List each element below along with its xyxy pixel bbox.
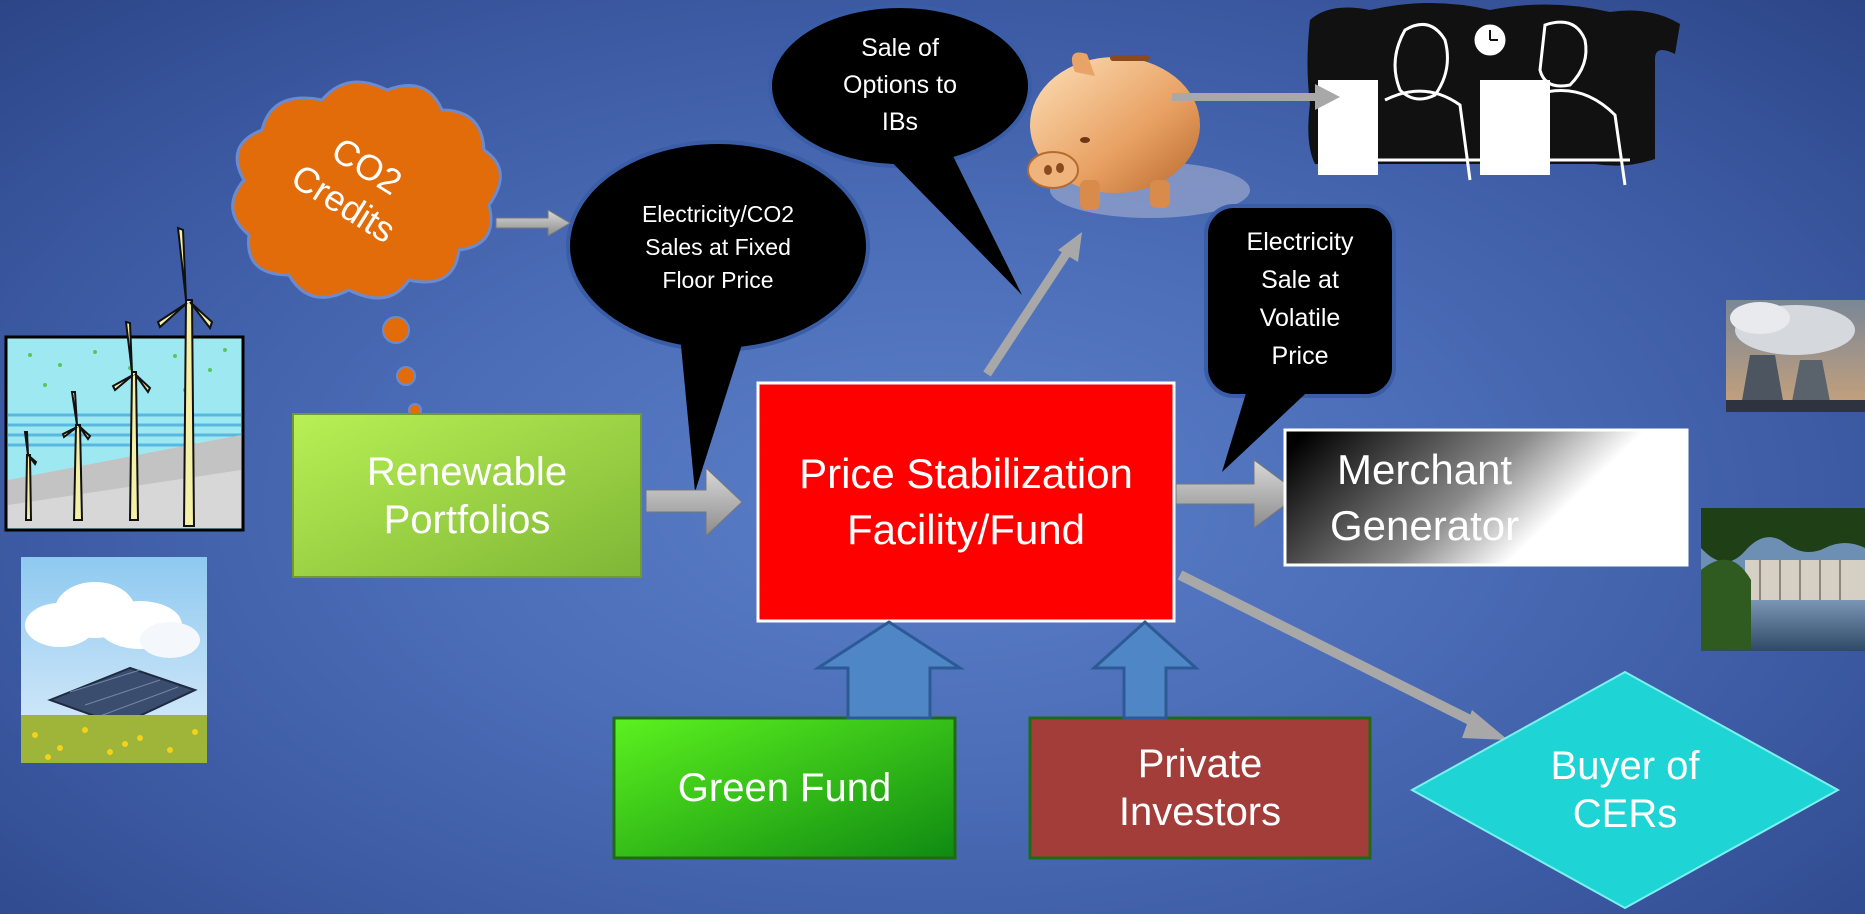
volatile-price-text: Electricity Sale at Volatile Price (1246, 228, 1354, 370)
up-arrow-private-investors (1090, 619, 1200, 720)
arrow-co2-to-bubble (495, 209, 571, 237)
arrow-facility-to-buyer (1177, 570, 1508, 740)
arrow-facility-to-merchant (1175, 459, 1301, 529)
co2-credits-cloud (231, 80, 502, 417)
merchant-generator-box (1283, 428, 1689, 567)
price-stabilization-label: Price Stabilization Facility/Fund (799, 450, 1133, 553)
options-sale-text: Sale of Options to IBs (843, 33, 957, 136)
hydro-dam-image (1701, 508, 1865, 651)
private-investors-box (1028, 716, 1372, 860)
up-arrow-green-fund (812, 620, 966, 720)
green-fund-label: Green Fund (677, 766, 892, 810)
arrow-renewable-to-facility (645, 466, 743, 538)
buyer-of-cers-label: Buyer of CERs (1550, 744, 1700, 836)
price-stabilization-box (756, 381, 1176, 623)
fixed-floor-price-bubble (566, 140, 870, 492)
arrow-piggy-to-meeting (1172, 84, 1340, 110)
piggy-bank-icon (1027, 52, 1250, 218)
renewable-portfolios-label: Renewable Portfolios (366, 449, 568, 542)
volatile-price-bubble (1204, 204, 1396, 472)
nuclear-plant-image (1726, 300, 1865, 412)
floor-price-text: Electricity/CO2 Sales at Fixed Floor Pri… (641, 200, 795, 293)
solar-panels-image (21, 557, 207, 763)
options-sale-bubble (768, 4, 1032, 295)
merchant-generator-label: Merchant Generator (1330, 445, 1520, 549)
business-meeting-image (1307, 3, 1680, 186)
private-investors-label: Private Investors (1118, 742, 1282, 834)
buyer-of-cers-diamond (1409, 670, 1841, 910)
green-fund-box (612, 716, 957, 860)
renewable-portfolios-box (292, 413, 642, 578)
arrow-facility-to-piggy (983, 232, 1082, 377)
wind-turbines-image (4, 226, 245, 532)
